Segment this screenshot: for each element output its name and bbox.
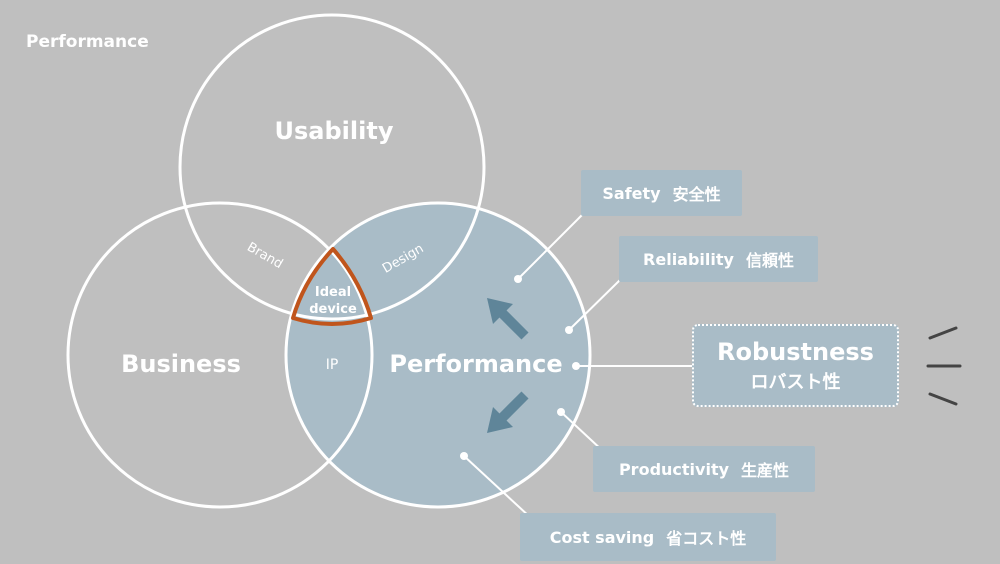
reliability-label-en: Reliability (643, 249, 734, 269)
robustness-label-jp: ロバスト性 (750, 372, 841, 393)
safety-label-en: Safety (602, 183, 661, 203)
connector-reliability (565, 278, 622, 334)
performance-label: Performance (389, 350, 562, 378)
robustness-label-en: Robustness (717, 338, 874, 366)
robustness-box: Robustness ロバスト性 (692, 324, 899, 407)
productivity-label-en: Productivity (618, 459, 730, 479)
ideal-device-label-line1: Ideal (315, 285, 351, 300)
emphasis-lines-icon (926, 326, 962, 406)
safety-box: Safety 安全性 (581, 170, 742, 216)
usability-circle (178, 13, 486, 321)
ideal-device-label-line2: device (309, 302, 357, 317)
business-circle (66, 201, 374, 509)
arrow-down-left-icon (487, 391, 529, 433)
reliability-label-jp: 信頼性 (745, 251, 794, 270)
connector-robustness (572, 362, 692, 370)
cost-saving-label-jp: 省コスト性 (666, 529, 747, 548)
business-label: Business (121, 350, 241, 378)
connector-cost-saving (460, 452, 532, 519)
usability-label: Usability (275, 117, 394, 145)
productivity-box: Productivity 生産性 (593, 446, 815, 492)
cost-saving-label-en: Cost saving (549, 527, 655, 547)
safety-label-jp: 安全性 (672, 185, 721, 204)
cost-saving-box: Cost saving 省コスト性 (520, 513, 776, 561)
reliability-box: Reliability 信頼性 (619, 236, 818, 282)
connector-productivity (557, 408, 605, 453)
ip-label: IP (326, 357, 339, 373)
arrow-up-left-icon (487, 298, 529, 340)
connector-safety (514, 211, 586, 283)
page-title: Performance (26, 32, 149, 52)
productivity-label-jp: 生産性 (741, 461, 790, 480)
ideal-device-outline (291, 247, 373, 326)
brand-label: Brand (244, 240, 285, 272)
